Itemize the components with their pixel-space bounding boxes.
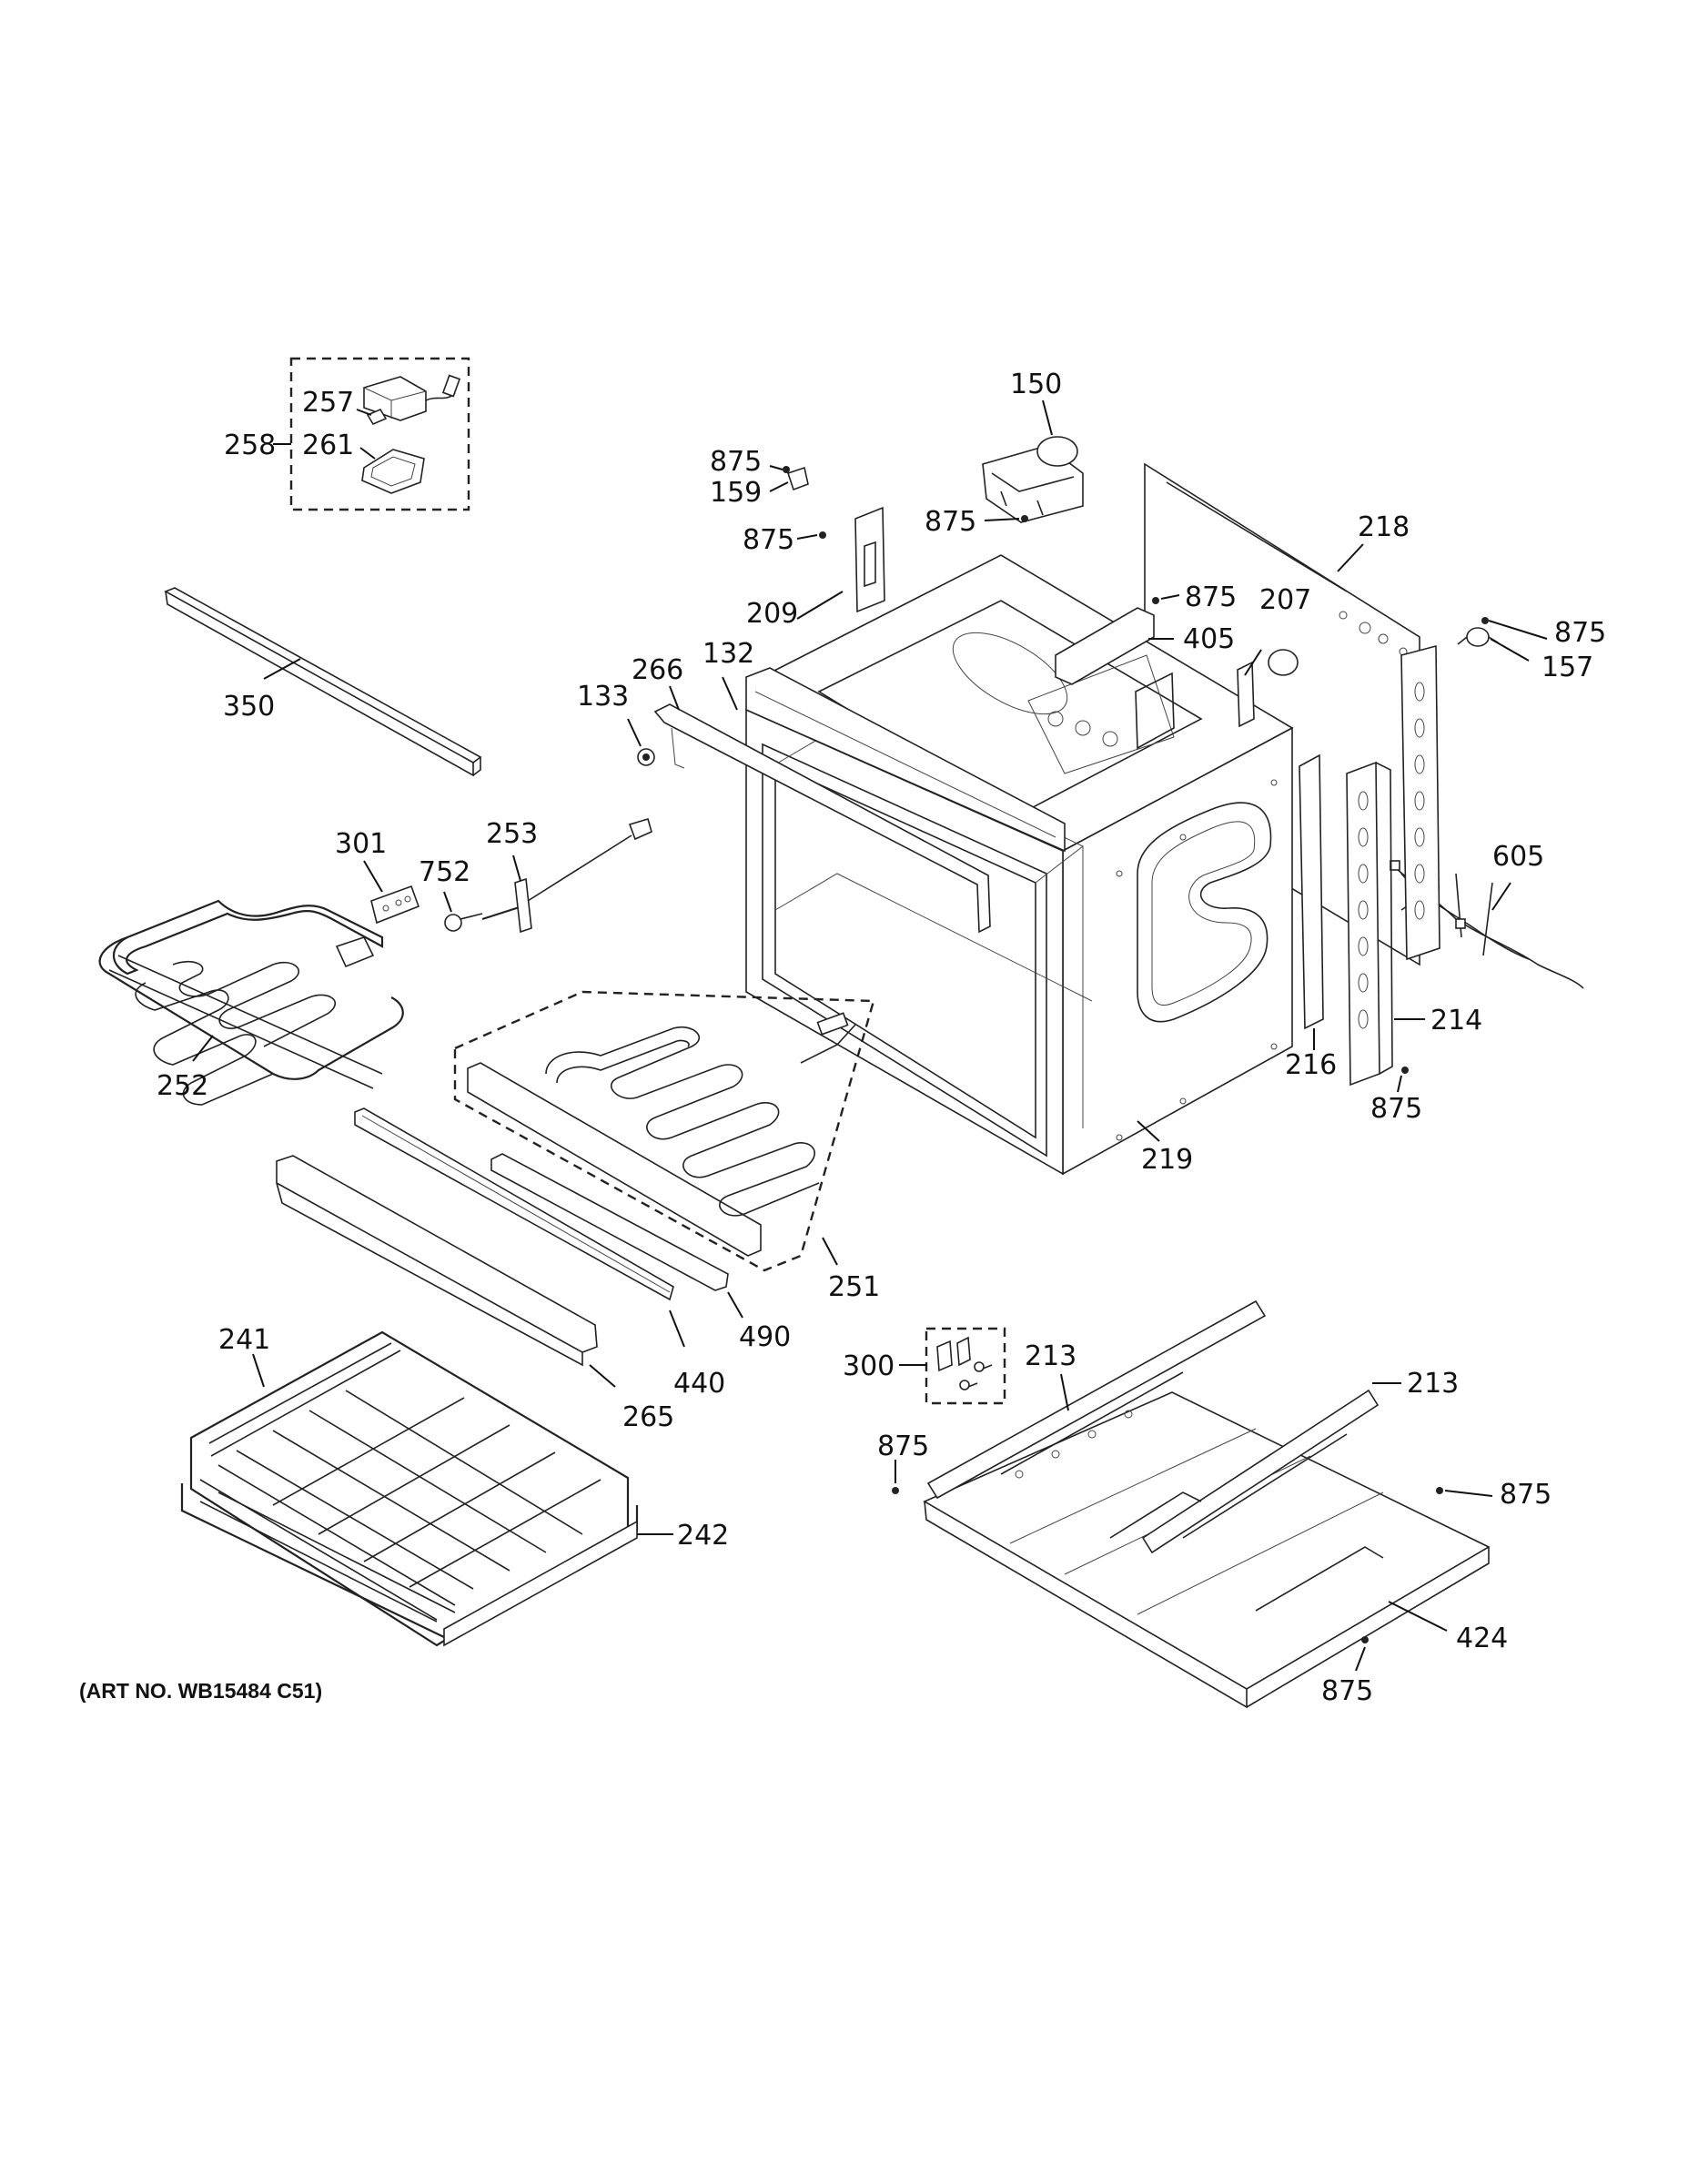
label-159[interactable]: 159 — [710, 477, 762, 509]
part-242-extension-rack[interactable] — [180, 1483, 639, 1647]
part-253-sensor[interactable] — [481, 818, 652, 934]
label-133[interactable]: 133 — [577, 681, 629, 713]
part-875-screw-h[interactable] — [1436, 1487, 1443, 1494]
label-253[interactable]: 253 — [486, 818, 538, 850]
part-490-rail[interactable] — [490, 1153, 729, 1291]
label-218[interactable]: 218 — [1358, 511, 1410, 543]
label-157[interactable]: 157 — [1541, 652, 1593, 683]
label-875-d[interactable]: 875 — [1185, 581, 1237, 613]
kit-258-group: 258 257 261 — [224, 357, 470, 511]
part-405-bracket[interactable] — [1055, 607, 1175, 750]
part-207-vent[interactable] — [1237, 649, 1299, 728]
part-350[interactable] — [164, 587, 482, 777]
part-132-front-trim[interactable] — [745, 667, 1066, 853]
kit-251-group — [453, 990, 875, 1272]
label-213-a[interactable]: 213 — [1025, 1340, 1076, 1372]
part-300-hinge-parts[interactable] — [936, 1336, 993, 1390]
part-216-strip[interactable] — [1299, 753, 1324, 1030]
label-350[interactable]: 350 — [223, 691, 275, 723]
art-number: (ART NO. WB15484 C51) — [79, 1679, 322, 1703]
label-258[interactable]: 258 — [224, 430, 276, 461]
label-252[interactable]: 252 — [157, 1070, 208, 1102]
label-132[interactable]: 132 — [702, 638, 754, 670]
part-213-rail-right[interactable] — [1141, 1389, 1380, 1554]
label-875-i[interactable]: 875 — [1321, 1675, 1373, 1707]
label-875-b[interactable]: 875 — [743, 524, 794, 556]
part-301-bracket[interactable] — [370, 885, 420, 925]
part-875-screw-i[interactable] — [1361, 1636, 1369, 1643]
part-219-oven-cavity[interactable] — [745, 554, 1294, 1176]
part-265-deflector[interactable] — [276, 1155, 598, 1367]
part-252-broil-element[interactable] — [98, 899, 404, 1106]
part-241-oven-rack[interactable] — [189, 1330, 630, 1647]
label-440[interactable]: 440 — [673, 1368, 725, 1400]
label-209[interactable]: 209 — [746, 598, 798, 630]
label-150[interactable]: 150 — [1010, 369, 1062, 400]
label-752[interactable]: 752 — [419, 856, 470, 888]
part-157-thermal[interactable] — [1457, 627, 1499, 647]
part-150-motor[interactable] — [982, 436, 1084, 523]
part-261[interactable] — [361, 449, 425, 494]
label-301[interactable]: 301 — [335, 828, 387, 860]
label-207[interactable]: 207 — [1259, 584, 1311, 616]
part-875-screw-c[interactable] — [1021, 515, 1028, 522]
label-214[interactable]: 214 — [1430, 1005, 1482, 1036]
part-875-screw-e[interactable] — [1481, 617, 1489, 624]
part-440-mesh-filter[interactable] — [354, 1107, 674, 1301]
part-875-screw-a[interactable] — [783, 466, 790, 473]
label-875-e[interactable]: 875 — [1554, 617, 1606, 649]
part-209-bracket[interactable] — [854, 506, 885, 613]
part-266-trim-strip[interactable] — [653, 703, 991, 934]
label-605[interactable]: 605 — [1492, 841, 1544, 873]
part-218-side-rail-right[interactable] — [1400, 644, 1440, 961]
label-875-f[interactable]: 875 — [1370, 1093, 1422, 1125]
label-242[interactable]: 242 — [677, 1520, 729, 1552]
label-257[interactable]: 257 — [302, 387, 354, 419]
part-752-screw[interactable] — [444, 913, 483, 932]
part-875-screw-b[interactable] — [819, 531, 826, 539]
label-261[interactable]: 261 — [302, 430, 354, 461]
part-214-side-rail[interactable] — [1346, 761, 1393, 1087]
kit-251-dashed-box — [453, 990, 875, 1272]
label-875-g[interactable]: 875 — [877, 1431, 929, 1462]
part-875-screw-d[interactable] — [1152, 597, 1159, 604]
label-405[interactable]: 405 — [1183, 623, 1235, 655]
kit-300-group — [925, 1327, 1006, 1405]
label-424[interactable]: 424 — [1456, 1623, 1508, 1654]
part-213-rail-left[interactable] — [926, 1299, 1267, 1500]
label-490[interactable]: 490 — [739, 1321, 791, 1353]
label-251[interactable]: 251 — [828, 1271, 880, 1303]
label-875-c[interactable]: 875 — [925, 506, 976, 538]
label-875-h[interactable]: 875 — [1500, 1479, 1552, 1511]
part-133-plug[interactable] — [637, 748, 655, 766]
label-219[interactable]: 219 — [1141, 1144, 1193, 1176]
part-159-clip[interactable] — [786, 466, 809, 491]
label-265[interactable]: 265 — [622, 1401, 674, 1433]
label-875-a[interactable]: 875 — [710, 446, 762, 478]
part-875-screw-g[interactable] — [892, 1487, 899, 1494]
part-257[interactable] — [363, 374, 461, 426]
label-216[interactable]: 216 — [1285, 1049, 1337, 1081]
part-875-screw-f[interactable] — [1401, 1067, 1409, 1074]
label-300[interactable]: 300 — [843, 1350, 895, 1382]
part-251-bake-element[interactable] — [467, 1012, 856, 1257]
kit-258-dashed-box — [289, 357, 470, 511]
label-241[interactable]: 241 — [218, 1324, 270, 1356]
label-213-b[interactable]: 213 — [1407, 1368, 1459, 1400]
label-266[interactable]: 266 — [632, 654, 683, 686]
